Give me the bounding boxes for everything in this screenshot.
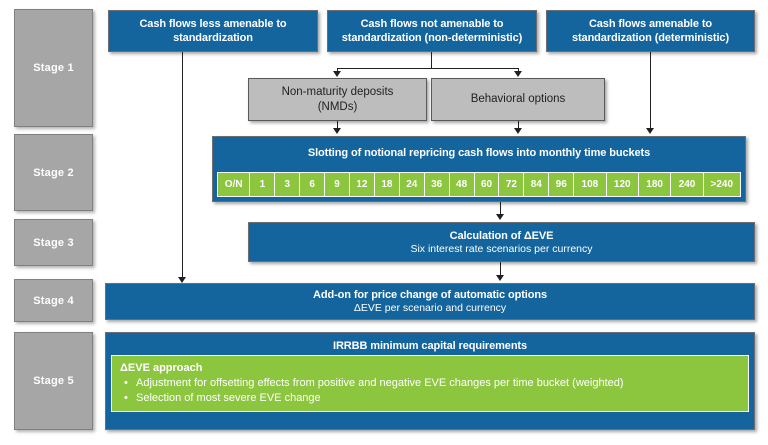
connector-nmd-to-stage2 bbox=[337, 121, 338, 132]
box-behavioral-options-line1: Behavioral options bbox=[470, 93, 566, 105]
time-bucket-cell: 18 bbox=[374, 173, 400, 196]
time-bucket-cell: 180 bbox=[638, 173, 672, 196]
connector-to-behavioral-drop bbox=[518, 68, 519, 73]
time-bucket-cell: 1 bbox=[250, 173, 276, 196]
time-bucket-cell: O/N bbox=[218, 173, 251, 196]
box-add-on-title: Add-on for price change of automatic opt… bbox=[313, 289, 547, 301]
time-bucket-cell: 60 bbox=[474, 173, 500, 196]
time-bucket-cell: 96 bbox=[549, 173, 575, 196]
stage-label-3-text: Stage 3 bbox=[33, 236, 74, 249]
stage-label-1-text: Stage 1 bbox=[33, 62, 74, 74]
stage-label-5: Stage 5 bbox=[14, 332, 93, 430]
connector-not-amenable-branch bbox=[337, 68, 518, 69]
time-bucket-cell: 120 bbox=[606, 173, 639, 196]
panel-delta-eve-list-item: Selection of most severe EVE change bbox=[120, 391, 740, 406]
box-cash-flows-not-amenable-line2: standardization (non-deterministic) bbox=[341, 32, 523, 44]
panel-delta-eve-list-item: Adjustment for offsetting effects from p… bbox=[120, 376, 740, 391]
arrowhead-to-behavioral-icon bbox=[514, 71, 522, 77]
arrowhead-less-amenable-to-stage4-icon bbox=[178, 277, 186, 283]
time-bucket-cell: >240 bbox=[703, 173, 740, 196]
box-calculation-title: Calculation of ΔEVE bbox=[449, 229, 554, 242]
box-add-on-subtitle: ΔEVE per scenario and currency bbox=[353, 302, 507, 314]
time-bucket-cell: 240 bbox=[671, 173, 704, 196]
box-cash-flows-amenable: Cash flows amenable to standardization (… bbox=[546, 10, 755, 52]
stage-label-2-text: Stage 2 bbox=[33, 166, 74, 179]
box-non-maturity-deposits: Non-maturity deposits (NMDs) bbox=[248, 78, 427, 121]
arrowhead-amenable-to-stage2-icon bbox=[646, 128, 654, 134]
time-bucket-cell: 24 bbox=[399, 173, 425, 196]
box-calculation-of-delta-eve: Calculation of ΔEVE Six interest rate sc… bbox=[248, 222, 755, 262]
time-bucket-cell: 84 bbox=[524, 173, 550, 196]
connector-less-amenable-to-stage4 bbox=[182, 52, 183, 280]
arrowhead-to-nmd-icon bbox=[333, 71, 341, 77]
arrowhead-behavioral-to-stage2-icon bbox=[514, 128, 522, 134]
stage-label-4-text: Stage 4 bbox=[33, 294, 74, 307]
arrowhead-nmd-to-stage2-icon bbox=[333, 128, 341, 134]
time-bucket-cell: 6 bbox=[300, 173, 326, 196]
stage-label-3: Stage 3 bbox=[14, 219, 93, 266]
time-bucket-cell: 72 bbox=[499, 173, 525, 196]
connector-stage2-to-stage3 bbox=[500, 202, 501, 218]
stage-label-4: Stage 4 bbox=[14, 279, 93, 322]
panel-delta-eve-approach: ΔEVE approach Adjustment for offsetting … bbox=[111, 355, 749, 412]
time-bucket-cell: 108 bbox=[574, 173, 607, 196]
box-irrbb-title: IRRBB minimum capital requirements bbox=[332, 340, 528, 352]
connector-not-amenable-stem bbox=[431, 52, 432, 68]
box-cash-flows-not-amenable-line1: Cash flows not amenable to bbox=[360, 18, 504, 30]
box-cash-flows-less-amenable: Cash flows less amenable to standardizat… bbox=[108, 10, 318, 52]
stage-label-1: Stage 1 bbox=[14, 9, 93, 127]
arrowhead-stage3-to-stage4-icon bbox=[496, 275, 504, 281]
connector-stage3-to-stage4 bbox=[500, 262, 501, 279]
time-bucket-cell: 9 bbox=[325, 173, 351, 196]
box-cash-flows-amenable-line1: Cash flows amenable to bbox=[588, 18, 713, 30]
time-bucket-cell: 12 bbox=[350, 173, 375, 196]
box-add-on-automatic-options: Add-on for price change of automatic opt… bbox=[105, 283, 755, 320]
box-cash-flows-less-amenable-line1: Cash flows less amenable to bbox=[139, 18, 287, 30]
time-bucket-cell: 3 bbox=[275, 173, 301, 196]
box-slotting-title: Slotting of notional repricing cash flow… bbox=[307, 147, 651, 159]
box-cash-flows-less-amenable-line2: standardization bbox=[173, 32, 253, 44]
panel-delta-eve-list: Adjustment for offsetting effects from p… bbox=[120, 376, 740, 406]
stage-label-2: Stage 2 bbox=[14, 134, 93, 211]
connector-to-nmd-drop bbox=[337, 68, 338, 73]
arrowhead-stage2-to-stage3-icon bbox=[496, 214, 504, 220]
box-non-maturity-deposits-line2: (NMDs) bbox=[317, 100, 358, 113]
box-calculation-subtitle: Six interest rate scenarios per currency bbox=[410, 242, 593, 255]
stage-label-5-text: Stage 5 bbox=[33, 375, 74, 387]
panel-delta-eve-title: ΔEVE approach bbox=[120, 362, 203, 374]
time-bucket-cell: 48 bbox=[449, 173, 475, 196]
connector-amenable-to-stage2 bbox=[650, 52, 651, 132]
box-behavioral-options: Behavioral options bbox=[431, 78, 605, 121]
time-bucket-cell: 36 bbox=[424, 173, 450, 196]
connector-behavioral-to-stage2 bbox=[518, 121, 519, 132]
box-non-maturity-deposits-line1: Non-maturity deposits bbox=[281, 85, 394, 98]
box-cash-flows-amenable-line2: standardization (deterministic) bbox=[571, 32, 730, 44]
box-cash-flows-not-amenable: Cash flows not amenable to standardizati… bbox=[327, 10, 537, 52]
